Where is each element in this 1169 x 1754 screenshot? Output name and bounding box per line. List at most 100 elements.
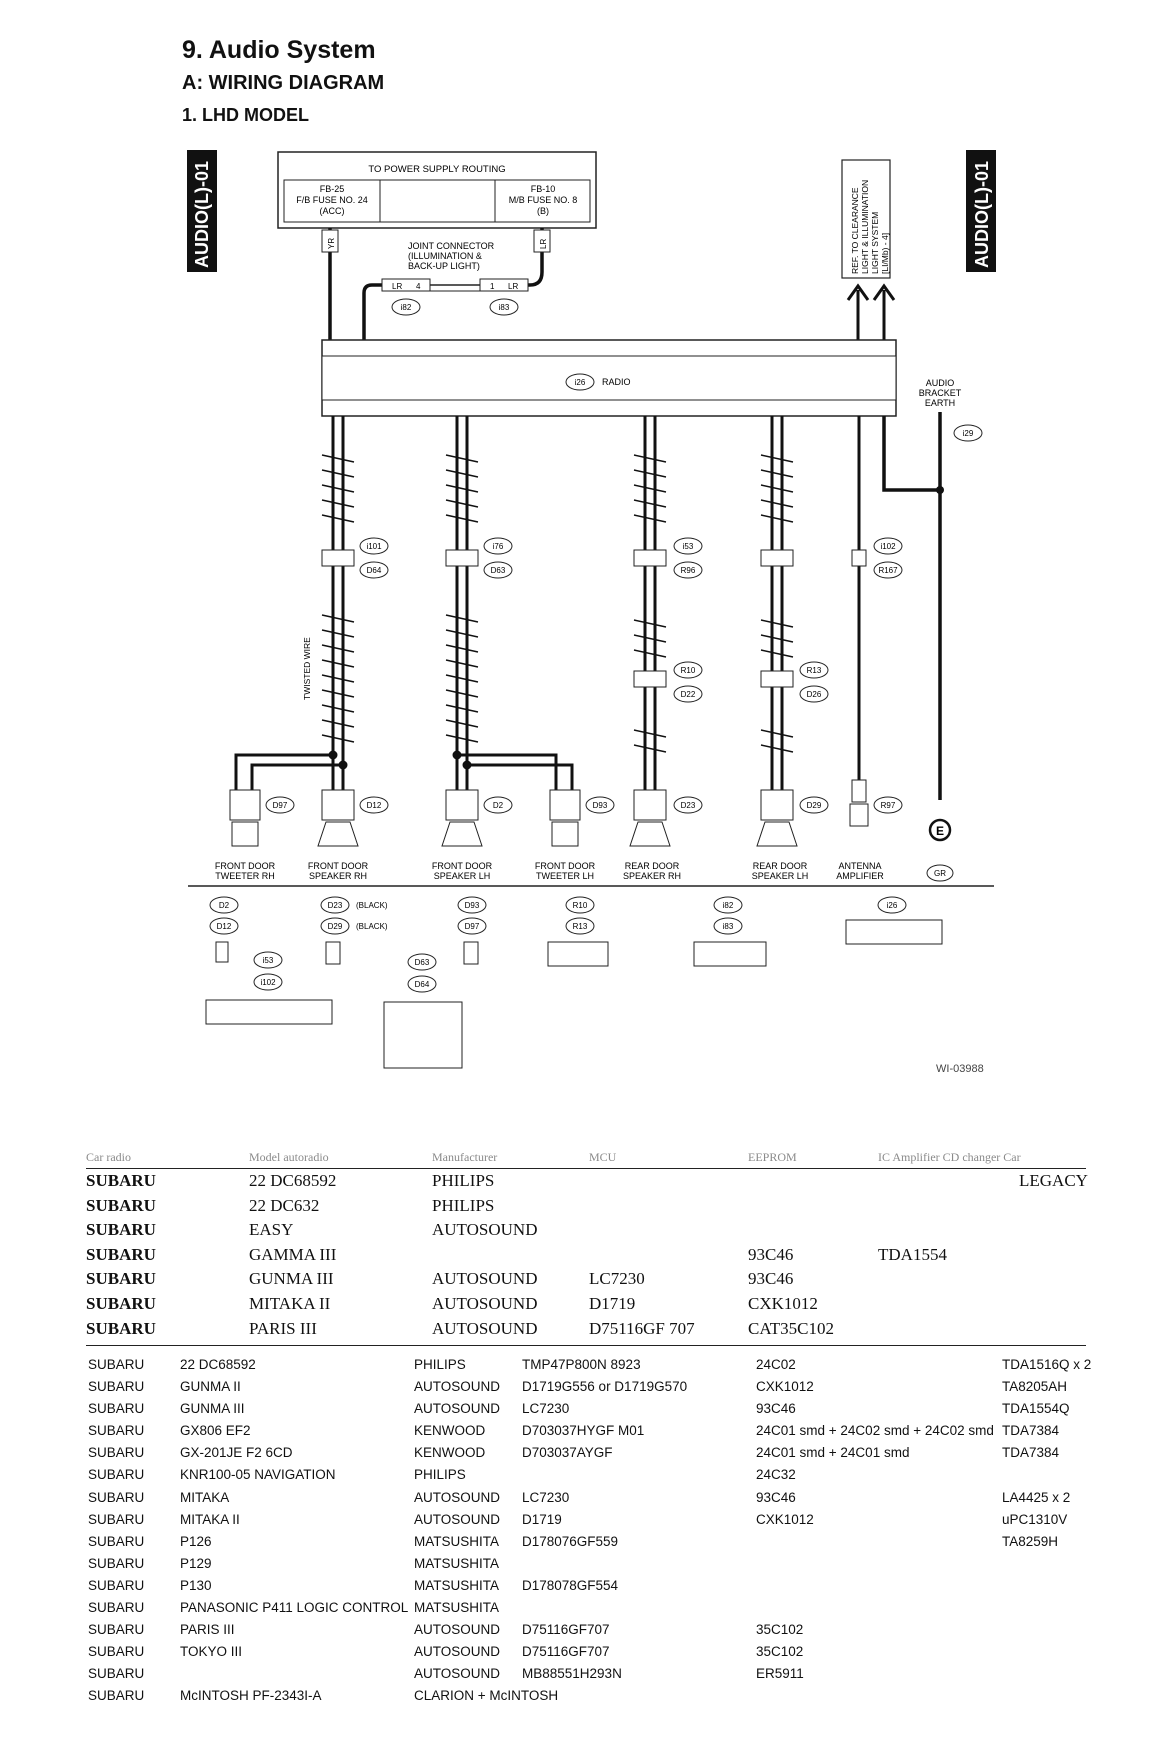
side-tab-left-label: AUDIO(L)-01 — [192, 161, 212, 268]
svg-text:i82: i82 — [723, 901, 734, 910]
table-cell: SUBARU — [86, 1318, 156, 1338]
table-cell: AUTOSOUND — [432, 1293, 538, 1313]
svg-text:D29: D29 — [807, 801, 822, 810]
table-cell: 93C46 — [756, 1401, 796, 1417]
table-cell: D1719 — [522, 1511, 562, 1527]
table-cell: SUBARU — [86, 1195, 156, 1215]
svg-text:EARTH: EARTH — [925, 398, 955, 408]
fuse-right-line3: (B) — [537, 206, 549, 216]
table-cell: SUBARU — [88, 1622, 145, 1638]
svg-text:i83: i83 — [723, 922, 734, 931]
svg-text:REF. TO CLEARANCE: REF. TO CLEARANCE — [850, 187, 860, 274]
table-cell: SUBARU — [86, 1293, 156, 1313]
table-cell: 24C02 — [756, 1357, 796, 1372]
table-cell: uPC1310V — [1002, 1511, 1068, 1527]
svg-text:(BLACK): (BLACK) — [356, 922, 388, 931]
table-cell: GX-201JE F2 6CD — [180, 1445, 293, 1461]
table-cell: PHILIPS — [432, 1171, 495, 1190]
svg-text:[LI/Mb) - 4]: [LI/Mb) - 4] — [880, 233, 890, 274]
table-cell: SUBARU — [86, 1220, 156, 1240]
svg-text:R167: R167 — [878, 566, 898, 575]
component-rear-speaker-rh: D23 REAR DOOR SPEAKER RH — [623, 789, 703, 881]
svg-text:i82: i82 — [401, 303, 412, 312]
connector-i29: i29 — [963, 429, 974, 438]
svg-text:LR: LR — [539, 239, 548, 249]
table-cell: TMP47P800N 8923 — [522, 1357, 641, 1372]
svg-text:SPEAKER LH: SPEAKER LH — [434, 871, 491, 881]
speaker-wires — [234, 416, 861, 790]
audio-bracket-earth: AUDIO BRACKET EARTH i29 E GR — [882, 378, 983, 882]
table-cell: 22 DC68592 — [180, 1357, 256, 1372]
table-cell: KNR100-05 NAVIGATION — [180, 1467, 336, 1483]
svg-text:FRONT DOOR: FRONT DOOR — [308, 861, 369, 871]
svg-text:D97: D97 — [273, 801, 288, 810]
table-cell: 22 DC68592 — [249, 1171, 337, 1190]
table-cell: KENWOOD — [414, 1445, 486, 1461]
svg-text:FRONT DOOR: FRONT DOOR — [215, 861, 276, 871]
svg-text:SPEAKER RH: SPEAKER RH — [309, 871, 367, 881]
table-cell: KENWOOD — [414, 1423, 486, 1439]
table-cell: PHILIPS — [414, 1467, 466, 1483]
table-cell: MB88551H293N — [522, 1666, 622, 1682]
table-cell: TA8205AH — [1002, 1379, 1068, 1395]
table-cell: TDA1554Q — [1002, 1401, 1070, 1417]
svg-text:LR: LR — [508, 282, 518, 291]
svg-text:E: E — [936, 824, 944, 838]
table-cell: SUBARU — [88, 1401, 145, 1417]
svg-text:REAR DOOR: REAR DOOR — [753, 861, 808, 871]
svg-text:i76: i76 — [493, 542, 504, 551]
table-cell: PHILIPS — [432, 1195, 495, 1215]
svg-text:R13: R13 — [573, 922, 588, 931]
table-cell: SUBARU — [88, 1357, 145, 1372]
svg-text:R96: R96 — [681, 566, 696, 575]
svg-text:i53: i53 — [683, 542, 694, 551]
svg-text:i102: i102 — [260, 978, 276, 987]
svg-text:SPEAKER RH: SPEAKER RH — [623, 871, 681, 881]
table-cell: 24C01 smd + 24C01 smd — [756, 1445, 910, 1461]
table-cell: LC7230 — [522, 1489, 570, 1505]
table-cell: CXK1012 — [748, 1293, 818, 1313]
table-cell: SUBARU — [88, 1644, 145, 1660]
table-cell: AUTOSOUND — [414, 1622, 501, 1638]
component-front-tweeter-lh: D93 FRONT DOOR TWEETER LH — [535, 789, 615, 881]
svg-text:D63: D63 — [415, 958, 430, 967]
table-cell: EASY — [249, 1220, 294, 1240]
svg-text:D64: D64 — [367, 566, 382, 575]
table-cell: 93C46 — [748, 1244, 794, 1264]
svg-text:D93: D93 — [465, 901, 480, 910]
joint-connector-line3: BACK-UP LIGHT) — [408, 261, 480, 271]
svg-text:D97: D97 — [465, 922, 480, 931]
table-cell: D178076GF559 — [522, 1533, 619, 1549]
svg-text:YR: YR — [327, 238, 336, 249]
reference-box: REF. TO CLEARANCE LIGHT & ILLUMINATION L… — [841, 159, 896, 340]
diagram-code: WI-03988 — [936, 1063, 984, 1075]
table-cell: CXK1012 — [756, 1511, 814, 1527]
svg-text:i101: i101 — [366, 542, 382, 551]
table-cell: 35C102 — [756, 1622, 804, 1638]
table-cell: GAMMA III — [249, 1244, 337, 1264]
table-cell: LC7230 — [589, 1269, 645, 1289]
table-cell: AUTOSOUND — [432, 1269, 538, 1289]
table-cell: ER5911 — [756, 1666, 804, 1682]
table-cell: SUBARU — [86, 1244, 156, 1264]
table-cell: GX806 EF2 — [180, 1423, 251, 1439]
table-cell: TOKYO III — [180, 1644, 243, 1660]
svg-text:FRONT DOOR: FRONT DOOR — [535, 861, 596, 871]
joint-connector-line2: (ILLUMINATION & — [408, 251, 482, 261]
table-cell: LA4425 x 2 — [1002, 1489, 1071, 1505]
table-cell: SUBARU — [88, 1666, 145, 1682]
table-cell: McINTOSH PF-2343I-A — [180, 1688, 322, 1704]
